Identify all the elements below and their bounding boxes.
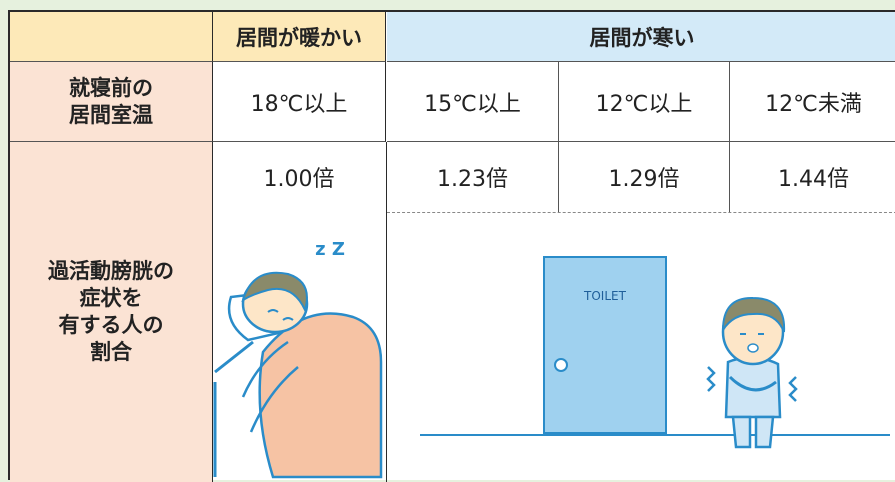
ratio-cell-12-below: 1.44倍 [729,142,895,212]
ratio-cell-warm: 1.00倍 [263,167,335,192]
row-label-ratio-line4: 割合 [90,339,132,364]
row-label-temperature-line2: 居間室温 [69,102,153,127]
ratio-cell-12-above: 1.29倍 [558,142,729,212]
temp-cell-15: 15℃以上 [387,62,558,142]
door-knob [554,358,568,372]
comparison-table: 居間が暖かい 居間が寒い 就寝前の 居間室温 18℃以上 15℃以上 12℃以上… [8,10,895,482]
toilet-door [543,256,667,434]
dashed-divider [387,212,895,213]
row-label-temperature: 就寝前の 居間室温 [10,62,212,142]
sleeping-person-illustration [213,271,383,479]
warm-column [212,142,387,482]
row-label-temperature-line1: 就寝前の [69,75,153,100]
temp-cell-12-below: 12℃未満 [729,62,895,142]
row-label-ratio: 過活動膀胱の 症状を 有する人の 割合 [10,142,212,482]
temp-cell-warm: 18℃以上 [212,62,386,142]
header-cold-room: 居間が寒い [387,12,895,62]
header-corner [10,12,212,62]
sleep-z-text: z Z [315,238,345,260]
floor-line [420,434,890,436]
temp-cell-12-above: 12℃以上 [558,62,729,142]
row-label-ratio-line2: 症状を [79,286,143,311]
toilet-sign: TOILET [584,289,626,303]
ratio-cell-15: 1.23倍 [437,167,508,192]
shivering-person-illustration [706,296,798,449]
row-label-ratio-line1: 過活動膀胱の [48,259,174,284]
row-label-ratio-line3: 有する人の [58,313,164,337]
header-warm-room: 居間が暖かい [212,12,386,62]
